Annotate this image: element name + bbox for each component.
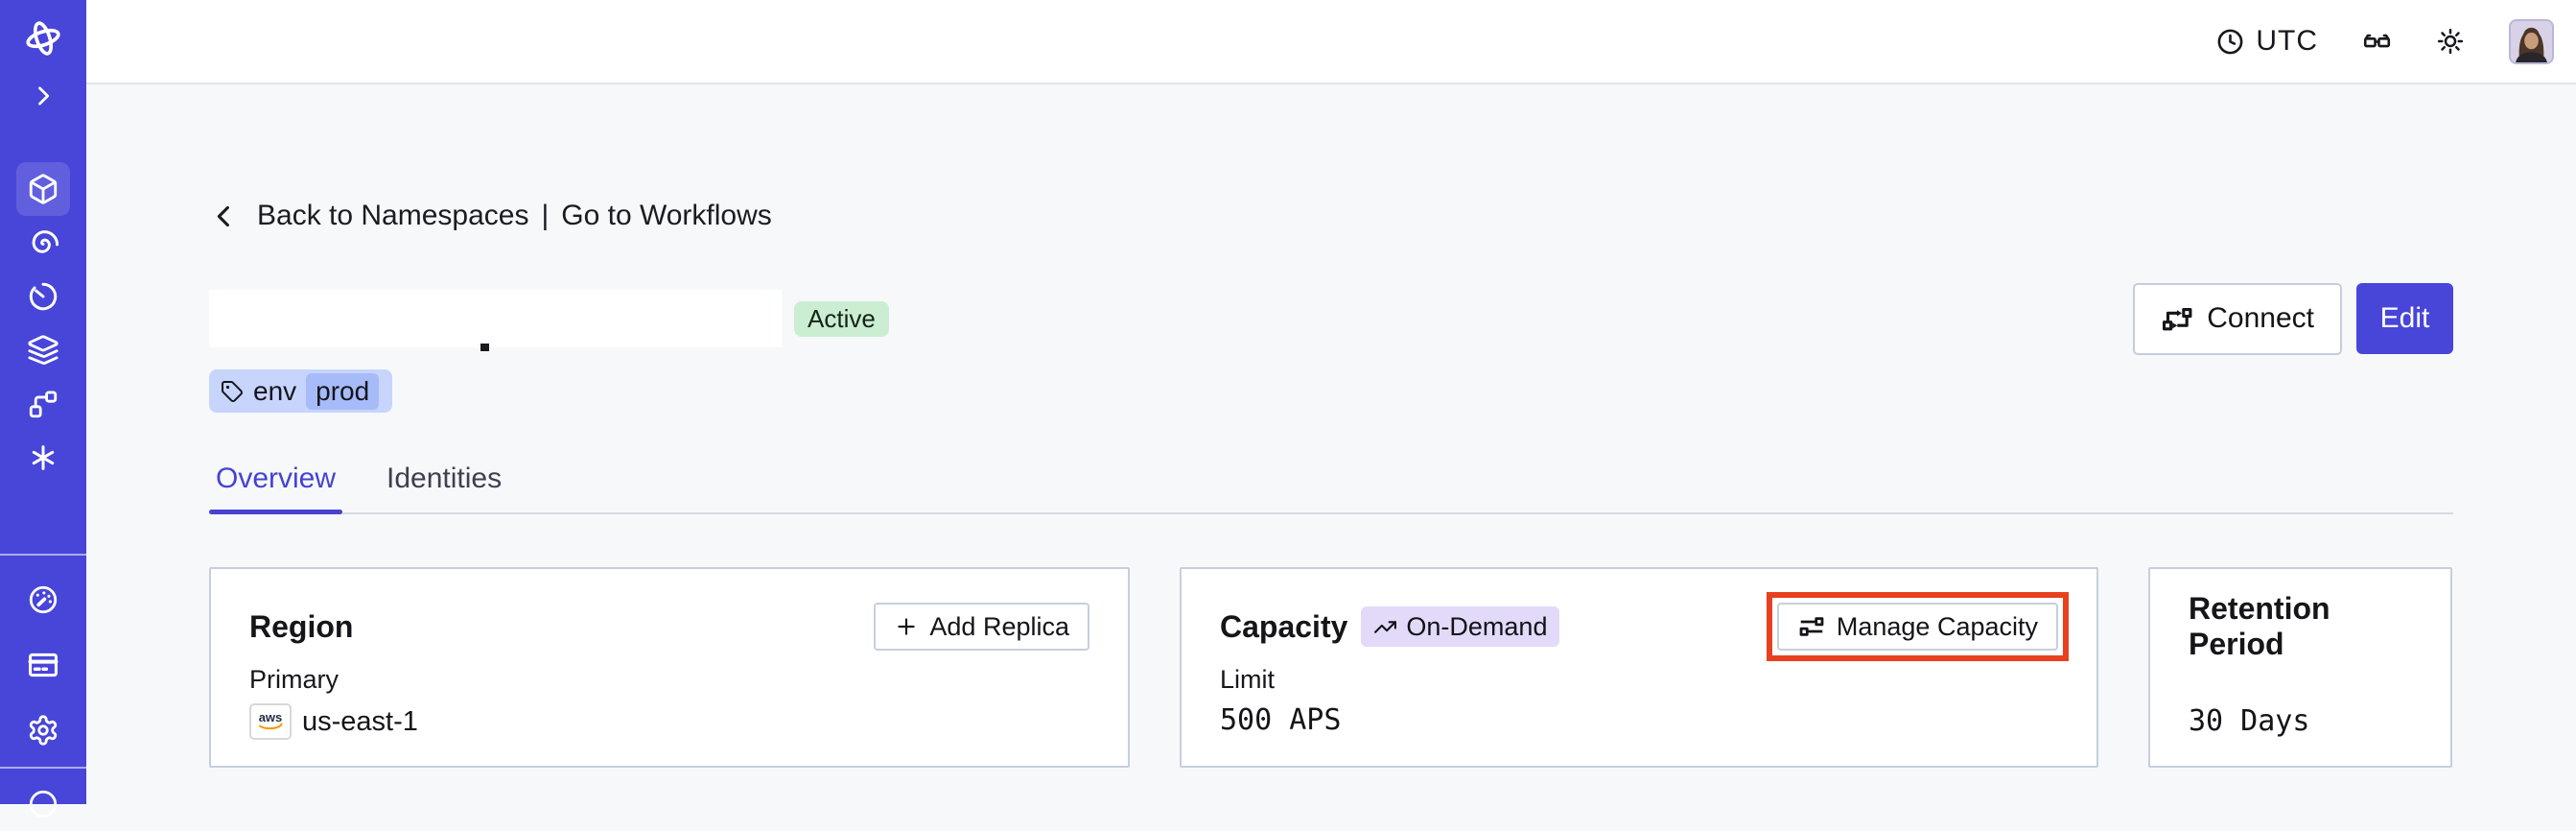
sidebar-item-namespaces cube-icon[interactable] (16, 162, 70, 216)
tag-key: env (253, 375, 297, 406)
red-annotation-highlight: Manage Capacity (1766, 592, 2069, 661)
theme-toggle-sun-icon[interactable] (2436, 27, 2465, 56)
capacity-card-title: Capacity (1220, 608, 1348, 644)
main-content: Back to Namespaces | Go to Workflows Act… (86, 84, 2576, 804)
manage-capacity-button[interactable]: Manage Capacity (1776, 603, 2058, 651)
retention-value: 30 Days (2189, 704, 2310, 738)
capacity-limit-label: Limit (1220, 665, 1276, 694)
chevron-left-icon (209, 202, 239, 231)
aws-provider-icon: aws (249, 703, 292, 740)
tag-value-chip: prod (306, 372, 380, 410)
back-to-namespaces-link[interactable]: Back to Namespaces (257, 200, 529, 231)
sidebar-item-workflows spiral-icon[interactable] (16, 216, 70, 270)
tag-icon (221, 380, 244, 403)
tag-row: env prod (209, 369, 2453, 413)
temporal-logo[interactable] (16, 12, 70, 65)
sidebar-item-help circle-icon[interactable] (16, 777, 70, 831)
add-replica-label: Add Replica (929, 611, 1069, 641)
tab-overview[interactable]: Overview (209, 463, 343, 514)
go-to-workflows-link[interactable]: Go to Workflows (561, 200, 772, 231)
on-demand-label: On-Demand (1406, 611, 1548, 641)
connect-button-label: Connect (2207, 302, 2314, 334)
edit-button[interactable]: Edit (2356, 283, 2453, 354)
sidebar-divider (0, 767, 86, 769)
expand-nav-chevron-right-icon[interactable] (16, 69, 70, 123)
tab-bar: Overview Identities (209, 463, 2453, 514)
retention-card-title: Retention Period (2189, 591, 2330, 661)
region-card-title: Region (249, 608, 354, 644)
breadcrumb-separator: | (541, 200, 550, 231)
on-demand-badge: On-Demand (1361, 606, 1560, 647)
region-value: us-east-1 (302, 705, 418, 737)
plus-icon (894, 614, 919, 639)
redaction-artifact-dot (480, 344, 489, 351)
connect-flow-icon (2161, 302, 2193, 335)
namespace-name-redacted (209, 290, 782, 351)
namespace-title-row: Active Connect Edit (209, 282, 2453, 355)
retention-card: Retention Period 30 Days (2148, 567, 2452, 768)
sidebar-item-nexus workflow-icon[interactable] (16, 377, 70, 431)
sliders-icon (1797, 612, 1826, 641)
sidebar (0, 0, 86, 819)
tab-identities[interactable]: Identities (386, 463, 503, 494)
manage-capacity-label: Manage Capacity (1836, 611, 2038, 641)
sidebar-item-usage gauge-icon[interactable] (16, 573, 70, 627)
breadcrumb: Back to Namespaces | Go to Workflows (209, 195, 2453, 237)
connect-button[interactable]: Connect (2133, 282, 2342, 355)
aws-logo-text: aws (259, 710, 283, 724)
labs-mode-glasses-icon[interactable] (2362, 27, 2392, 57)
sidebar-item-billing billing-card-icon[interactable] (16, 638, 70, 692)
trending-up-icon (1373, 615, 1397, 639)
region-primary-label: Primary (249, 665, 339, 694)
capacity-card: Capacity On-Demand Manage Capacity (1180, 567, 2098, 768)
summary-cards: Region Add Replica Primary aws us-east-1 (209, 567, 2453, 768)
clock-icon (2215, 27, 2245, 57)
user-avatar[interactable] (2509, 18, 2554, 64)
env-tag: env prod (209, 369, 393, 413)
topbar: UTC (86, 0, 2576, 84)
sidebar-item-settings gear-icon[interactable] (16, 703, 70, 757)
timezone-selector[interactable]: UTC (2215, 25, 2318, 58)
sidebar-item-schedules timer-icon[interactable] (16, 270, 70, 323)
region-card: Region Add Replica Primary aws us-east-1 (209, 567, 1130, 768)
timezone-label: UTC (2256, 25, 2318, 57)
add-replica-button[interactable]: Add Replica (874, 603, 1089, 651)
sidebar-divider (0, 554, 86, 556)
capacity-value: 500 APS (1220, 703, 1342, 737)
sidebar-item-deployments layers-icon[interactable] (16, 323, 70, 377)
sidebar-item-batch asterisk-icon[interactable] (16, 431, 70, 485)
status-badge: Active (794, 300, 889, 337)
